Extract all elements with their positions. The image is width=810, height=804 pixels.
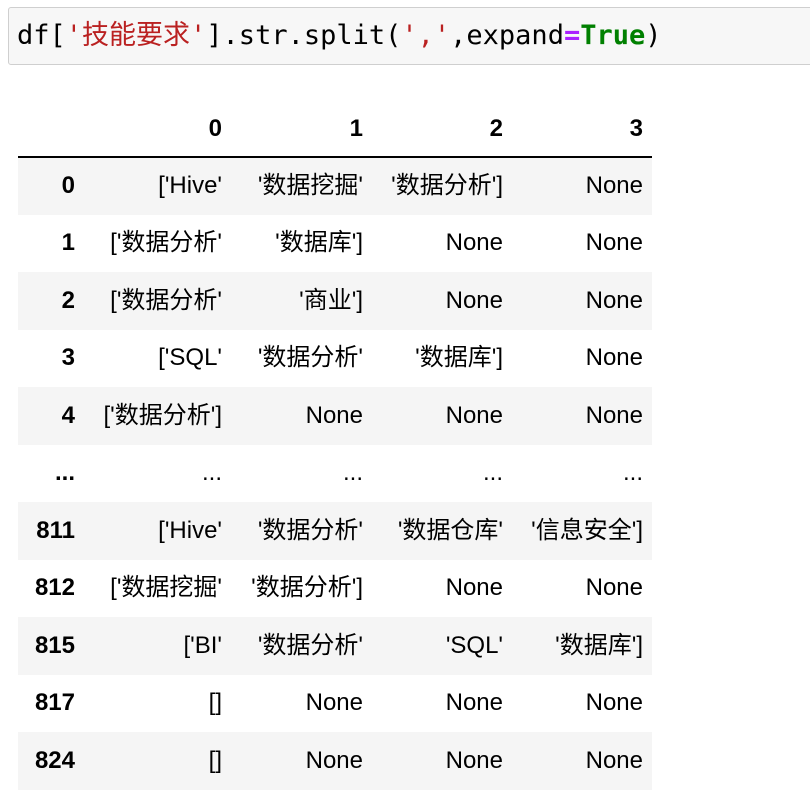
- row-index-cell: 1: [61, 229, 75, 257]
- row-index-cell: 0: [61, 172, 75, 200]
- column-header-1: 1: [349, 115, 363, 143]
- table-cell-col1: '数据库']: [275, 229, 363, 257]
- row-index-cell: 4: [61, 401, 75, 429]
- code-token-plain: ].str.split(: [206, 19, 402, 51]
- row-index-cell: 815: [34, 631, 75, 659]
- table-cell-col2: '数据仓库': [397, 516, 503, 544]
- table-cell-col2: None: [445, 746, 503, 774]
- table-cell-col1: '数据挖掘': [257, 172, 363, 200]
- column-header-2: 2: [489, 115, 503, 143]
- table-cell-col3: None: [585, 229, 643, 257]
- table-cell-col3: None: [585, 286, 643, 314]
- table-cell-col2: None: [445, 401, 503, 429]
- table-cell-col3: None: [585, 344, 643, 372]
- table-cell-col2: None: [445, 574, 503, 602]
- code-token-string: ',': [401, 19, 451, 51]
- table-cell-col2: None: [445, 286, 503, 314]
- dataframe-output: 0 1 2 3 0 ['Hive' '数据挖掘' '数据分析'] None 1 ['数据分析' '数…: [18, 112, 652, 790]
- table-cell-col1: None: [305, 401, 363, 429]
- table-cell-col3: None: [585, 401, 643, 429]
- code-token-keyword: True: [580, 19, 646, 51]
- code-token-plain: ,expand: [450, 19, 564, 51]
- row-index-cell: 2: [61, 286, 75, 314]
- table-cell-col0: []: [208, 746, 222, 774]
- row-index-cell: 817: [34, 689, 75, 717]
- table-cell-col0: ...: [201, 459, 222, 487]
- table-cell-col1: '数据分析': [257, 516, 363, 544]
- table-row-1: 1 ['数据分析' '数据库'] None None: [18, 215, 652, 273]
- table-cell-col2: ...: [482, 459, 503, 487]
- table-cell-col0: ['数据挖掘': [110, 574, 222, 602]
- table-cell-col0: ['BI': [183, 631, 222, 659]
- code-token-plain: df[: [17, 19, 66, 51]
- dataframe-table: 0 1 2 3 0 ['Hive' '数据挖掘' '数据分析'] None 1 ['数据分析' '数…: [18, 112, 652, 790]
- table-cell-col3: None: [585, 746, 643, 774]
- table-cell-col3: None: [585, 172, 643, 200]
- table-cell-col1: None: [305, 689, 363, 717]
- table-cell-col0: ['Hive': [158, 172, 222, 200]
- table-cell-col1: '数据分析': [257, 631, 363, 659]
- row-index-cell: 3: [61, 344, 75, 372]
- table-cell-col1: '数据分析': [257, 344, 363, 372]
- table-cell-col1: '商业']: [299, 286, 363, 314]
- table-cell-col1: ...: [342, 459, 363, 487]
- code-input-cell[interactable]: df['技能要求'].str.split(',',expand=True): [8, 7, 810, 65]
- table-cell-col3: '信息安全']: [531, 516, 643, 544]
- table-cell-col2: 'SQL': [445, 631, 503, 659]
- table-row-811: 811 ['Hive' '数据分析' '数据仓库' '信息安全']: [18, 502, 652, 560]
- table-row-812: 812 ['数据挖掘' '数据分析'] None None: [18, 560, 652, 618]
- dataframe-body: 0 ['Hive' '数据挖掘' '数据分析'] None 1 ['数据分析' '数据库'] N…: [18, 157, 652, 790]
- table-cell-col2: None: [445, 689, 503, 717]
- table-cell-col0: ['数据分析': [110, 229, 222, 257]
- row-index-cell: ...: [54, 459, 75, 487]
- code-token-plain: ): [645, 19, 662, 51]
- table-cell-col3: None: [585, 689, 643, 717]
- row-index-cell: 811: [36, 516, 75, 544]
- table-cell-col1: '数据分析']: [251, 574, 363, 602]
- table-cell-col3: None: [585, 574, 643, 602]
- table-row-0: 0 ['Hive' '数据挖掘' '数据分析'] None: [18, 157, 652, 215]
- code-line[interactable]: df['技能要求'].str.split(',',expand=True): [17, 20, 662, 52]
- table-cell-col2: '数据分析']: [391, 172, 503, 200]
- table-cell-col2: '数据库']: [415, 344, 503, 372]
- header-row: 0 1 2 3: [18, 112, 652, 157]
- table-cell-col1: None: [305, 746, 363, 774]
- column-header-3: 3: [629, 115, 643, 143]
- table-cell-col0: ['数据分析']: [103, 401, 223, 429]
- table-cell-col0: []: [208, 689, 222, 717]
- table-row-824: 824 [] None None None: [18, 732, 652, 790]
- table-row-dotdotdot: ...............: [18, 445, 652, 503]
- dataframe-header: 0 1 2 3: [18, 112, 652, 157]
- index-header-cell: [18, 112, 84, 157]
- table-cell-col3: '数据库']: [555, 631, 643, 659]
- table-row-2: 2 ['数据分析' '商业'] None None: [18, 272, 652, 330]
- row-index-cell: 824: [34, 746, 75, 774]
- table-row-817: 817 [] None None None: [18, 675, 652, 733]
- table-row-3: 3 ['SQL' '数据分析' '数据库'] None: [18, 330, 652, 388]
- table-cell-col0: ['SQL': [158, 344, 222, 372]
- column-header-0: 0: [208, 115, 222, 143]
- table-cell-col0: ['数据分析': [110, 286, 222, 314]
- table-cell-col3: ...: [622, 459, 643, 487]
- code-token-operator: =: [563, 19, 581, 51]
- table-row-4: 4 ['数据分析'] None None None: [18, 387, 652, 445]
- row-index-cell: 812: [34, 574, 75, 602]
- code-token-string: '技能要求': [65, 19, 207, 51]
- table-cell-col2: None: [445, 229, 503, 257]
- table-cell-col0: ['Hive': [158, 516, 222, 544]
- table-row-815: 815 ['BI' '数据分析' 'SQL' '数据库']: [18, 617, 652, 675]
